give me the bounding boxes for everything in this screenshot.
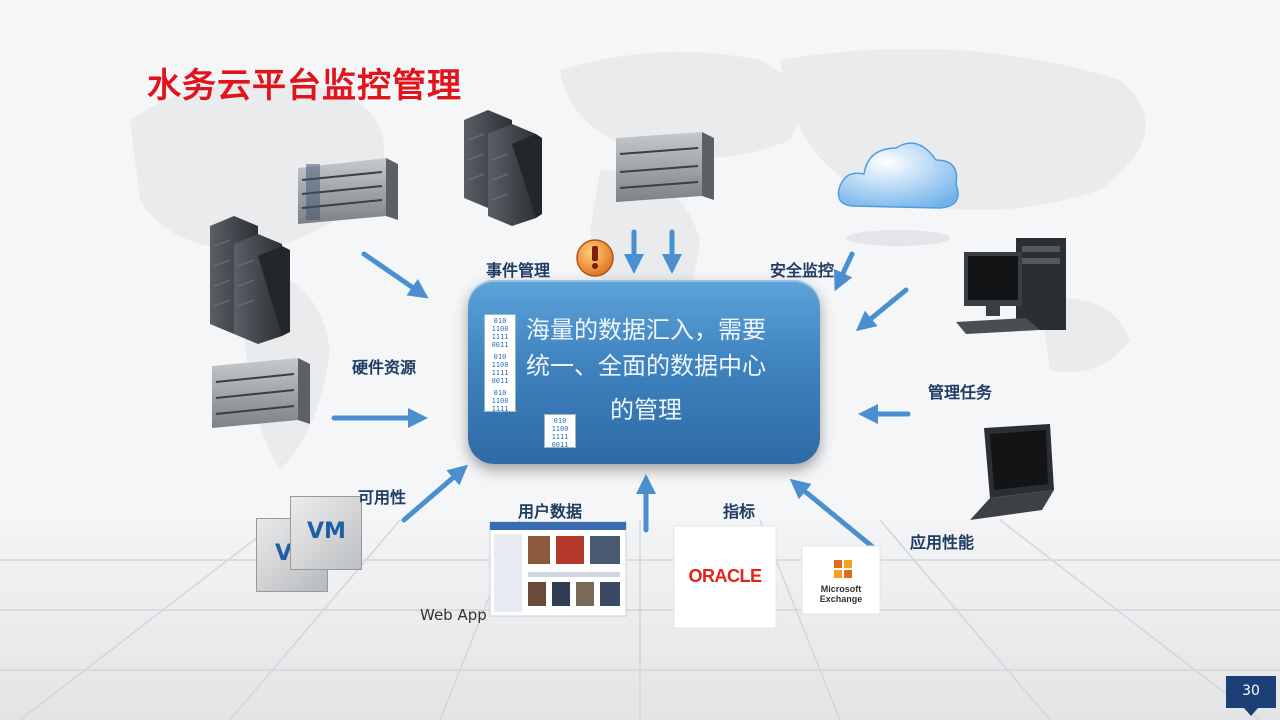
warning-icon [576, 239, 614, 277]
server-tower-icon [464, 110, 542, 226]
arrow-from-servers-topleft [361, 251, 429, 299]
webapp-screenshot-image [489, 521, 627, 617]
label-application-performance: 应用性能 [910, 533, 975, 552]
label-event-management: 事件管理 [486, 261, 551, 280]
label-web-app: Web App [420, 606, 487, 624]
laptop-icon [970, 424, 1054, 520]
arrow-from-apps [789, 478, 877, 551]
exchange-line-2: Exchange [819, 594, 863, 604]
label-task-management: 管理任务 [928, 383, 993, 402]
exchange-logo-tile [801, 545, 881, 615]
arrow-from-cloud [834, 251, 855, 292]
label-hardware-resources: 硬件资源 [352, 358, 417, 377]
label-security-monitoring: 安全监控 [770, 261, 835, 280]
rack-server-icon [212, 358, 310, 428]
arrow-from-vm [401, 464, 469, 523]
cloud-icon [837, 142, 959, 246]
vm-back-label: V [275, 541, 293, 566]
page-number-badge: 30 [1226, 676, 1276, 716]
exchange-line-1: Microsoft [820, 584, 862, 594]
vm-front-label: VM [307, 519, 346, 544]
desktop-computer-icon [956, 238, 1066, 334]
vm-logo-front: VM [290, 496, 362, 570]
rack-server-icon [298, 158, 398, 224]
hub-line-1: 海量的数据汇入，需要 [526, 316, 766, 344]
arrow-from-desktop [855, 287, 909, 332]
rack-server-icon [616, 132, 714, 202]
floor-grid [0, 519, 1280, 720]
label-user-data: 用户数据 [518, 502, 583, 521]
page-title: 水务云平台监控管理 [147, 66, 462, 106]
hub-line-3: 的管理 [610, 396, 682, 424]
hub-line-2: 统一、全面的数据中心 [526, 352, 766, 380]
oracle-logo-text: ORACLE [688, 566, 763, 586]
server-tower-icon [210, 216, 290, 344]
exchange-logo-text: Microsoft Exchange [802, 584, 880, 604]
oracle-logo-tile [673, 525, 777, 629]
label-availability: 可用性 [358, 488, 407, 507]
label-metrics: 指标 [723, 502, 756, 521]
hub-text: 海量的数据汇入，需要 统一、全面的数据中心 的管理 [508, 312, 784, 428]
